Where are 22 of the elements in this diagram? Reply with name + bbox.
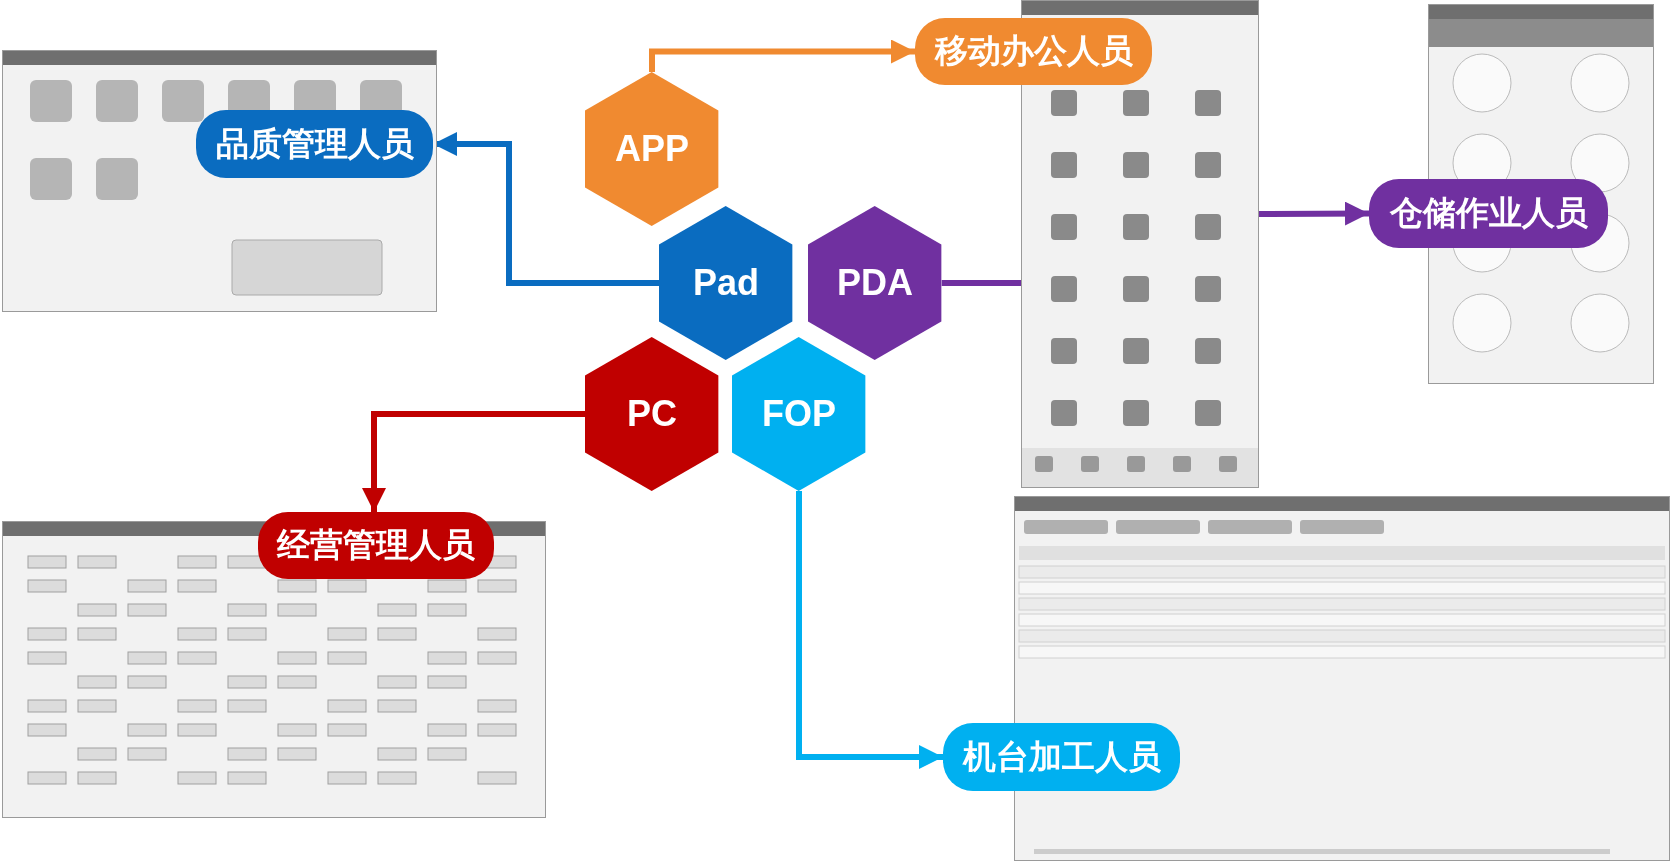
screenshot-drawing — [2, 521, 546, 818]
role-badge: 移动办公人员 — [915, 18, 1152, 85]
hexagon — [585, 337, 719, 491]
hexagon — [732, 337, 866, 491]
hexagon — [659, 206, 793, 360]
arrow — [649, 39, 915, 72]
hexagon — [808, 206, 942, 360]
arrow — [362, 411, 586, 512]
role-badge: 仓储作业人员 — [1369, 179, 1608, 248]
role-badge: 经营管理人员 — [258, 512, 494, 579]
hexagon — [585, 72, 719, 226]
arrow — [1259, 201, 1369, 226]
connector-line — [941, 280, 1021, 286]
hexagon-label: PC — [626, 393, 678, 435]
hexagon-label: APP — [613, 128, 690, 170]
role-badge: 品质管理人员 — [196, 110, 433, 178]
hexagon-label: PDA — [836, 262, 914, 304]
hexagon-label: Pad — [691, 262, 760, 304]
hexagon-label: FOP — [761, 393, 837, 435]
role-badge: 机台加工人员 — [943, 723, 1180, 791]
screenshot-drawing — [2, 50, 437, 312]
arrow — [796, 491, 943, 769]
